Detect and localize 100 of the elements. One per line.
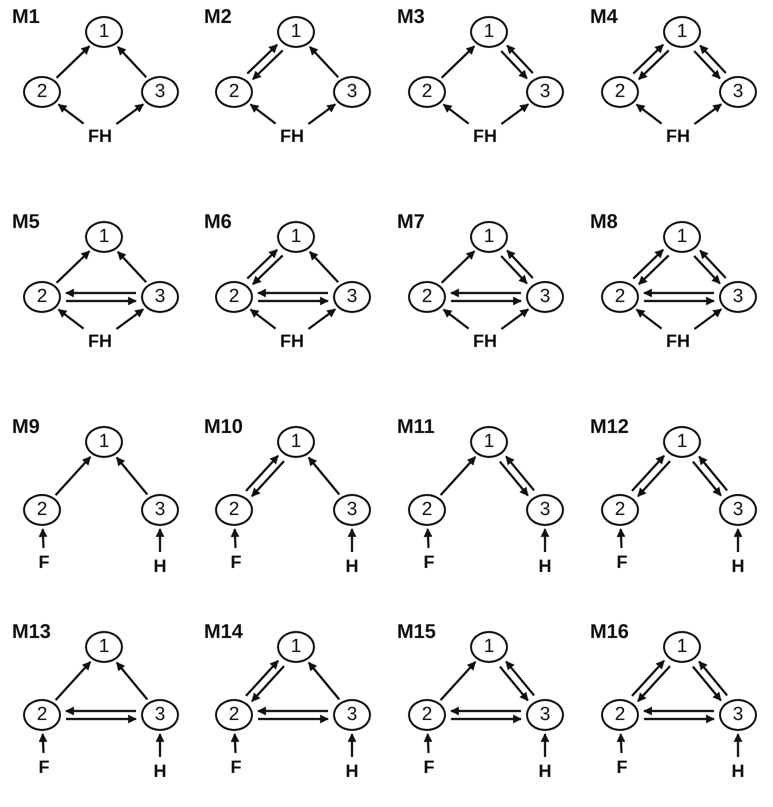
- arrow: [693, 50, 721, 80]
- arrow: [692, 460, 722, 496]
- node-label: FH: [80, 331, 120, 351]
- node-circle: 1: [85, 221, 123, 253]
- node-label: F: [216, 552, 256, 572]
- arrow: [308, 103, 336, 125]
- model-label: M14: [204, 621, 243, 643]
- model-label: M13: [12, 621, 51, 643]
- arrow: [156, 528, 164, 552]
- node-circle: 1: [277, 16, 315, 48]
- node-circle: 2: [215, 699, 253, 731]
- node-circle: 3: [333, 699, 371, 731]
- node-circle: 2: [408, 699, 446, 731]
- model-label: M11: [397, 416, 435, 438]
- node-circle: 3: [333, 494, 371, 526]
- arrow: [309, 251, 339, 283]
- arrow: [258, 296, 329, 306]
- node-circle: 2: [23, 281, 61, 313]
- arrow: [440, 661, 476, 701]
- node-circle: 2: [23, 699, 61, 731]
- arrow: [699, 250, 727, 279]
- arrow: [66, 296, 137, 306]
- arrow: [499, 666, 529, 702]
- model-label: M9: [12, 416, 40, 438]
- arrow: [643, 706, 714, 716]
- arrow: [643, 288, 714, 298]
- arrow: [117, 46, 147, 78]
- arrow: [734, 528, 742, 552]
- arrow: [258, 714, 329, 724]
- arrow: [230, 733, 240, 754]
- arrow: [638, 50, 670, 80]
- arrow: [637, 460, 671, 498]
- node-circle: 3: [141, 76, 179, 108]
- arrow: [38, 528, 48, 548]
- node-circle: 1: [85, 16, 123, 48]
- arrow: [116, 308, 144, 330]
- arrow: [250, 104, 276, 124]
- arrow: [251, 460, 285, 498]
- arrow: [424, 733, 432, 754]
- arrow: [694, 308, 722, 330]
- model-label: M10: [204, 416, 243, 438]
- node-circle: 2: [601, 494, 639, 526]
- arrow: [636, 104, 662, 124]
- arrow: [245, 660, 279, 697]
- arrow: [637, 665, 671, 702]
- model-label: M16: [590, 621, 629, 643]
- arrow: [117, 251, 147, 283]
- model-label: M4: [590, 6, 618, 28]
- arrow: [636, 308, 662, 330]
- node-circle: 1: [663, 426, 701, 458]
- arrow: [505, 456, 535, 492]
- node-circle: 2: [408, 76, 446, 108]
- arrow: [631, 454, 665, 492]
- node-label: F: [216, 757, 256, 777]
- node-label: H: [718, 556, 758, 576]
- arrow: [230, 528, 240, 548]
- arrow: [66, 714, 137, 724]
- node-circle: 3: [526, 281, 564, 313]
- node-circle: 2: [215, 281, 253, 313]
- node-circle: 1: [470, 16, 508, 48]
- arrow: [450, 706, 521, 716]
- arrow: [348, 733, 356, 757]
- arrow: [698, 456, 728, 492]
- arrow: [246, 44, 278, 74]
- node-circle: 1: [277, 426, 315, 458]
- node-label: F: [409, 552, 449, 572]
- arrow: [499, 460, 529, 496]
- arrow: [440, 45, 476, 79]
- node-circle: 1: [663, 221, 701, 253]
- node-circle: 1: [470, 221, 508, 253]
- arrow: [451, 714, 522, 724]
- node-circle: 2: [601, 699, 639, 731]
- arrow: [440, 456, 476, 496]
- arrow: [694, 103, 722, 125]
- arrow: [252, 254, 284, 286]
- arrow: [156, 733, 164, 757]
- arrow: [257, 706, 328, 716]
- model-label: M2: [204, 6, 232, 28]
- model-label: M8: [590, 211, 618, 233]
- arrow: [500, 308, 529, 330]
- node-circle: 2: [601, 76, 639, 108]
- node-label: F: [24, 757, 64, 777]
- node-circle: 2: [408, 281, 446, 313]
- arrow: [251, 665, 285, 702]
- arrow: [308, 308, 336, 330]
- node-circle: 2: [408, 494, 446, 526]
- node-circle: 1: [470, 426, 508, 458]
- arrow: [440, 250, 476, 284]
- arrow: [56, 250, 90, 284]
- arrow: [693, 255, 721, 284]
- node-label: F: [409, 757, 449, 777]
- arrow: [65, 288, 136, 298]
- node-label: FH: [658, 331, 698, 351]
- arrow: [250, 308, 276, 330]
- node-circle: 3: [333, 76, 371, 108]
- arrow: [692, 666, 722, 702]
- node-label: F: [24, 552, 64, 572]
- arrow: [309, 46, 339, 78]
- arrow: [500, 50, 528, 80]
- node-label: F: [602, 552, 642, 572]
